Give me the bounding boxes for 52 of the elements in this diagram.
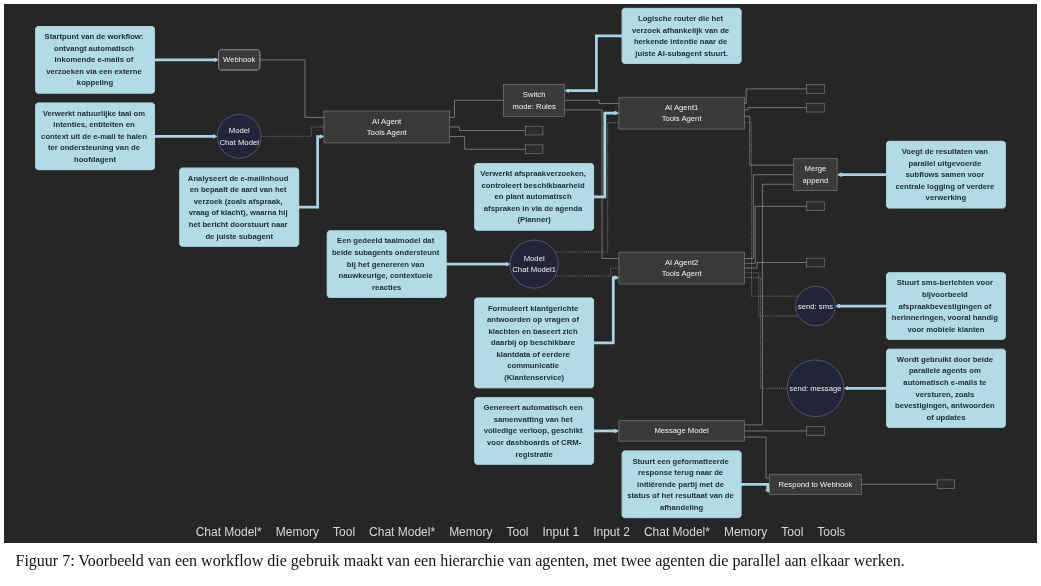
port-label: Tool (333, 525, 356, 539)
arrow (835, 303, 887, 309)
arrow (741, 482, 770, 493)
arrow (154, 57, 219, 63)
port-label: Input 1 (542, 525, 580, 539)
connector (744, 430, 807, 432)
arrow (843, 385, 887, 391)
port-label: Memory (275, 525, 320, 539)
port-label: Chat Model* (643, 525, 710, 539)
arrow (837, 172, 887, 178)
node-box (806, 84, 825, 94)
node-box (525, 144, 544, 154)
port-label: Memory (723, 525, 768, 539)
connector (564, 100, 620, 104)
node-box (806, 257, 825, 268)
port-label: Memory (449, 525, 493, 539)
connector (554, 267, 620, 277)
connector (744, 184, 795, 426)
connector (449, 126, 526, 131)
connector (744, 262, 807, 269)
node-box (525, 125, 544, 136)
connector (744, 88, 807, 104)
connector (860, 484, 938, 485)
connector (744, 206, 807, 264)
node-box (806, 102, 825, 113)
arrow (564, 34, 623, 94)
node-box (806, 426, 825, 436)
connector (744, 436, 770, 479)
port-label: Tool (506, 525, 529, 539)
connector (449, 100, 504, 118)
connector (259, 59, 325, 118)
connector (564, 109, 620, 259)
port-label: Tool (781, 525, 804, 539)
arrow (593, 110, 620, 199)
node-box (936, 479, 956, 489)
connector (744, 116, 795, 166)
arrow (593, 428, 620, 434)
arrow (154, 133, 218, 139)
connector (744, 272, 799, 317)
connector (744, 122, 799, 297)
port-label: Chat Model* (369, 525, 436, 539)
port-label: Chat Model* (195, 525, 262, 539)
connector (449, 136, 526, 150)
connector (744, 174, 795, 259)
port-label: Input 2 (593, 525, 630, 539)
arrow (298, 134, 325, 209)
figure-caption: Figuur 7: Voorbeeld van een workflow die gebruik maakt van een hierarchie van agenten, met twee agenten die parallel aan elkaar werken. (15, 551, 906, 572)
arrow (593, 275, 620, 345)
port-label: Tools (817, 525, 846, 539)
connector (744, 107, 807, 111)
node-box (806, 201, 825, 211)
arrow (446, 261, 511, 267)
